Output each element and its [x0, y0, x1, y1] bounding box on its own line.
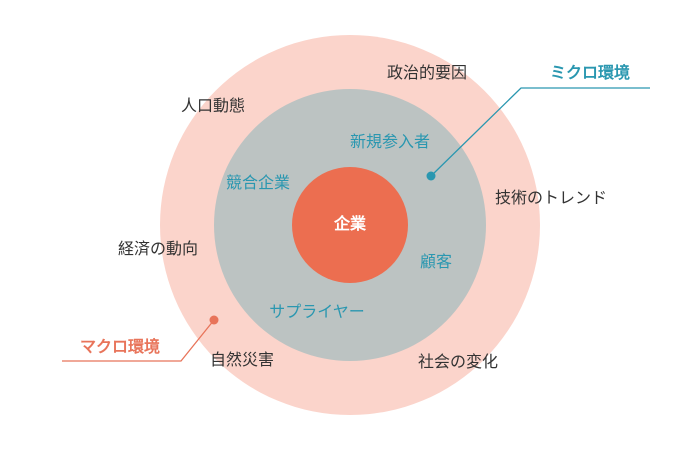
- macro-factor-natural-disasters: 自然災害: [209, 350, 275, 369]
- core-label: 企業: [333, 214, 367, 233]
- micro-factor-new-entrants: 新規参入者: [349, 132, 431, 151]
- micro-factor-customers: 顧客: [419, 252, 453, 271]
- macro-factor-political: 政治的要因: [386, 63, 468, 82]
- macro-factor-social-change: 社会の変化: [417, 352, 499, 371]
- micro-callout-dot: [426, 171, 436, 181]
- micro-callout-leader-line: [430, 87, 650, 177]
- macro-callout-leader-line: [62, 319, 215, 362]
- macro-callout-dot: [209, 315, 219, 325]
- macro-factor-economic-trends: 経済の動向: [117, 239, 199, 258]
- core-company-circle: [292, 167, 408, 283]
- micro-environment-callout: ミクロ環境: [549, 63, 631, 82]
- macro-factor-demographics: 人口動態: [180, 96, 246, 115]
- micro-factor-suppliers: サプライヤー: [269, 302, 365, 321]
- micro-factor-competitors: 競合企業: [225, 173, 291, 192]
- macro-factor-technology-trends: 技術のトレンド: [494, 188, 608, 207]
- macro-environment-callout: マクロ環境: [79, 337, 161, 356]
